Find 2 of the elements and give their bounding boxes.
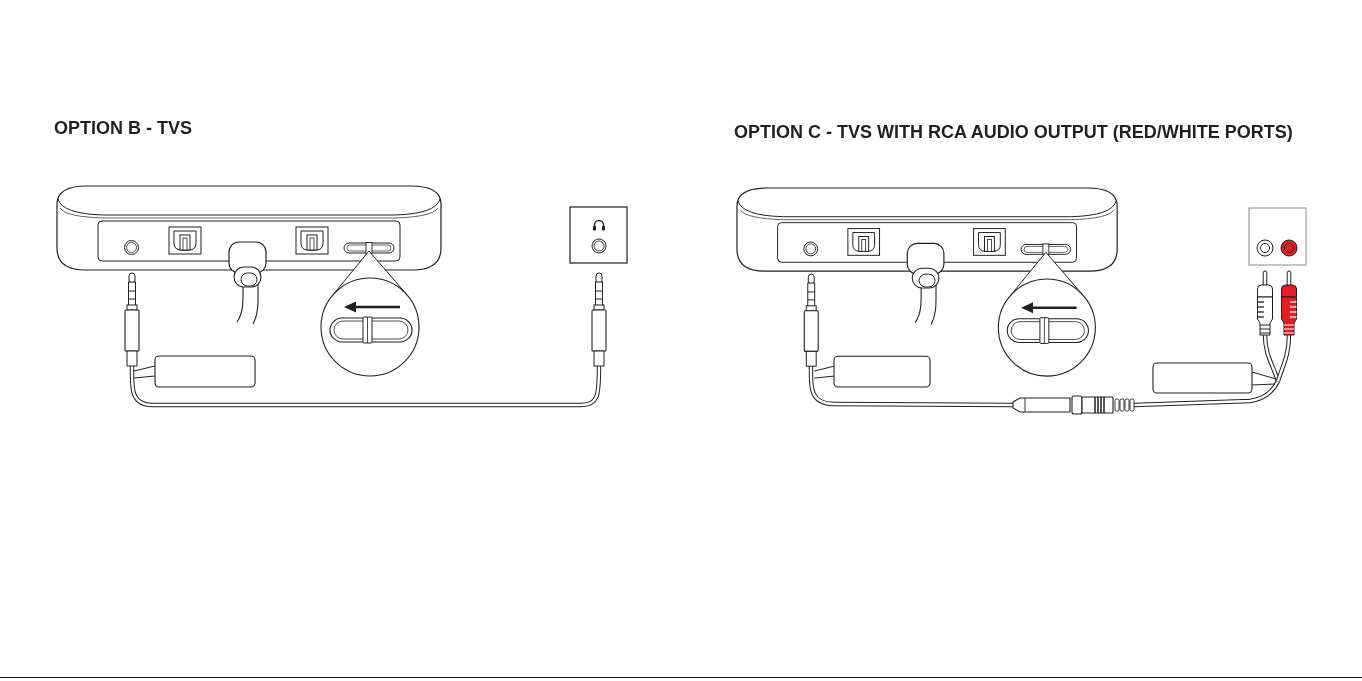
panel-heading: OPTION B - TVS	[54, 119, 192, 139]
panel-heading: OPTION C - TVS WITH RCA AUDIO OUTPUT (RED/WHITE PORTS)	[734, 123, 1293, 143]
